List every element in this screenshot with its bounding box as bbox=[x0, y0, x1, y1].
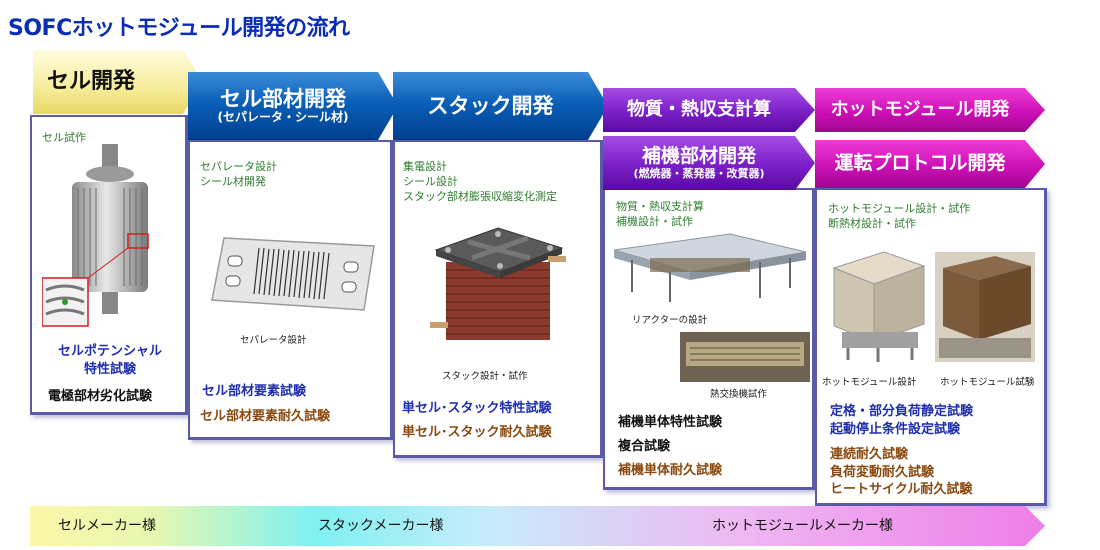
hot-module-test-image bbox=[935, 252, 1035, 362]
aux-tests: 補機単体特性試験 複合試験 bbox=[618, 415, 723, 454]
cell-potential-test: セルポテンシャル 特性試験 bbox=[57, 344, 162, 377]
stack-maker-label: スタックメーカー様 bbox=[318, 518, 444, 534]
module-maker-label: ホットモジュールメーカー様 bbox=[712, 518, 894, 534]
stack-image bbox=[430, 227, 566, 340]
cell-material-element-test: セル部材要素試験 bbox=[202, 384, 307, 399]
stage-cell-development: セル開発 bbox=[33, 50, 203, 114]
single-cell-stack-characteristic-test: 単セル･スタック特性試験 bbox=[402, 401, 552, 416]
hot-module-test-caption: ホットモジュール試験 bbox=[940, 377, 1035, 388]
aux-durability-test: 補機単体耐久試験 bbox=[618, 463, 723, 478]
hot-module-tests-brown: 連続耐久試験 負荷変動耐久試験 ヒートサイクル耐久試験 bbox=[830, 447, 973, 498]
cell-material-notes: セパレータ設計 シール材開発 bbox=[200, 160, 277, 188]
heat-exchanger-caption: 熱交換機試作 bbox=[710, 389, 768, 400]
reactor-image bbox=[613, 233, 807, 302]
separator-image bbox=[211, 237, 375, 311]
stage-heat-balance-calculation: 物質・熱収支計算 bbox=[603, 88, 815, 132]
stage-auxiliary-development: 補機部材開発 (燃焼器・蒸発器・改質器) bbox=[603, 136, 815, 190]
separator-caption: セパレータ設計 bbox=[240, 335, 307, 346]
cell-maker-label: セルメーカー様 bbox=[58, 518, 156, 534]
stack-notes: 集電設計 シール設計 スタック部材膨張収縮変化測定 bbox=[403, 160, 557, 203]
auxiliary-notes: 物質・熱収支計算 補機設計・試作 bbox=[616, 200, 704, 228]
hot-module-design-caption: ホットモジュール設計 bbox=[822, 377, 917, 388]
stage-cell-material-development: セル部材開発 (セパレータ・シール材) bbox=[188, 72, 398, 140]
hot-module-notes: ホットモジュール設計・試作 断熱材設計・試作 bbox=[828, 202, 971, 230]
maker-timeline-bar bbox=[30, 506, 1045, 546]
single-cell-stack-durability-test: 単セル･スタック耐久試験 bbox=[402, 425, 552, 440]
electrode-degradation-test: 電極部材劣化試験 bbox=[48, 389, 153, 404]
stage-operation-protocol-development: 運転プロトコル開発 bbox=[815, 140, 1045, 188]
cell-stack-image bbox=[42, 144, 149, 327]
cell-prototype-note: セル試作 bbox=[42, 131, 86, 144]
stack-caption: スタック設計・試作 bbox=[442, 371, 528, 382]
hot-module-tests-blue: 定格・部分負荷静定試験 起動停止条件設定試験 bbox=[830, 404, 974, 437]
page-title: SOFCホットモジュール開発の流れ bbox=[8, 16, 350, 41]
heat-exchanger-image bbox=[680, 332, 810, 382]
hot-module-design-image bbox=[832, 251, 926, 362]
cell-material-durability-test: セル部材要素耐久試験 bbox=[200, 409, 331, 424]
reactor-caption: リアクターの設計 bbox=[632, 315, 708, 326]
stage-hot-module-development: ホットモジュール開発 bbox=[815, 88, 1045, 132]
stage-stack-development: スタック開発 bbox=[393, 72, 608, 140]
